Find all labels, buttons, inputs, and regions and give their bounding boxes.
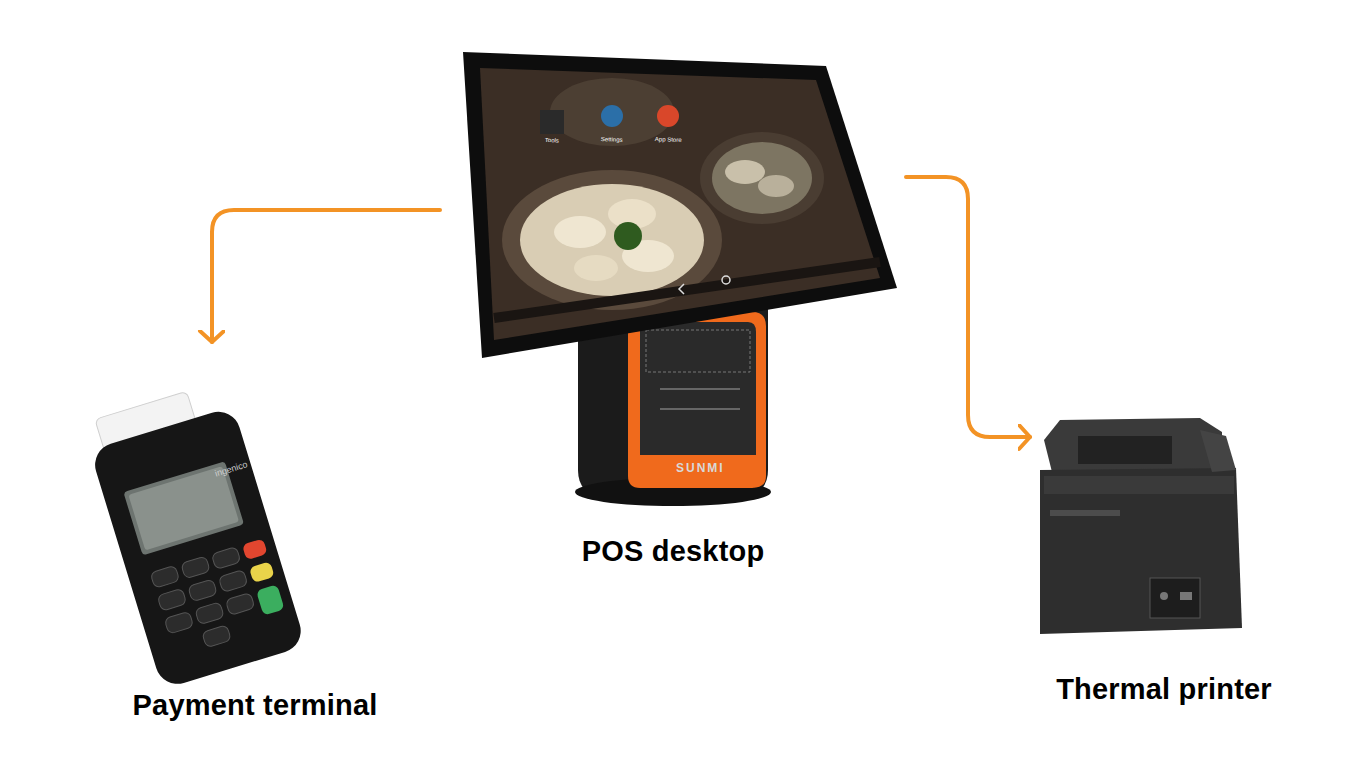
device-label: Payment terminal [133,689,378,722]
brand-mark: ingenico [214,460,249,478]
device-label: POS desktop [582,535,765,568]
flow-arrow [906,177,1030,437]
screen-icon-label: Settings [601,136,623,143]
screen-icon-label: Tools [545,137,559,143]
device-node: Payment terminal [96,342,414,722]
screen-icon-label: App Store [655,136,682,143]
device-node: POS desktop [440,48,906,568]
device-label: Thermal printer [1056,673,1272,706]
pos-screen [463,52,897,358]
thermal-printer [1040,418,1242,634]
flow-arrow [212,210,440,342]
device-node: Thermal printer [1030,410,1298,706]
payment-terminal [81,380,306,690]
brand-mark: SUNMI [676,462,725,474]
